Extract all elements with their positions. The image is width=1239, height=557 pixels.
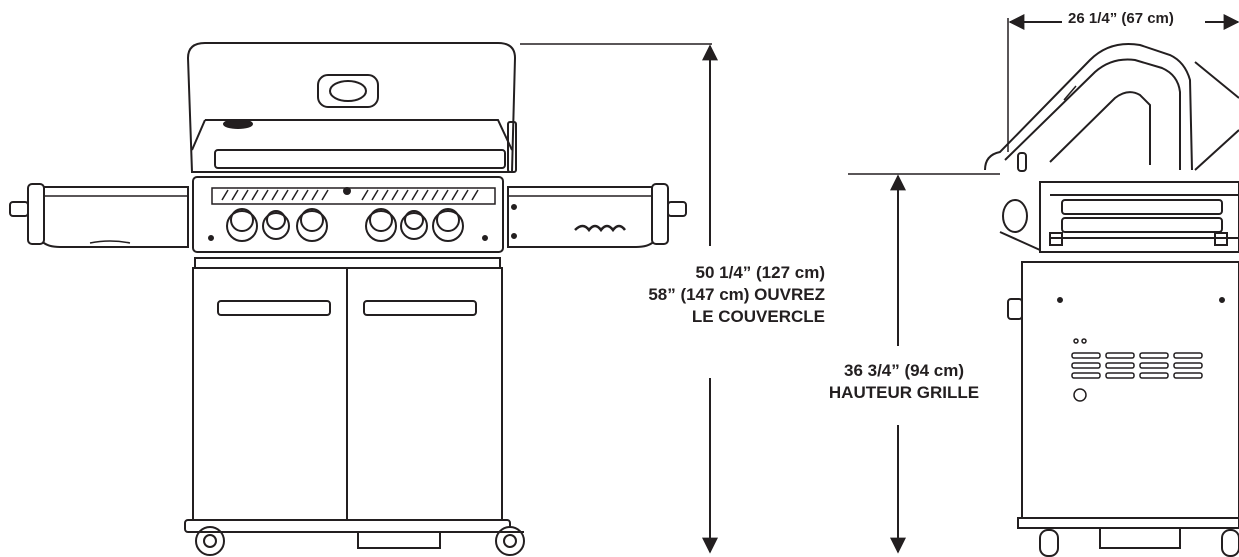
knob [296,208,328,242]
side-vents [1071,338,1203,402]
knob [432,208,464,242]
cart-body [184,257,511,549]
caster [195,526,225,556]
front-view-grill [9,42,687,556]
knob [999,182,1041,252]
brand-logo-icon [223,119,253,129]
overall-height-line1: 50 1/4” (127 cm) [695,263,825,282]
left-side-shelf [9,183,189,248]
caster [495,526,525,556]
lid [186,42,517,173]
control-panel [192,176,504,253]
knob [400,210,428,240]
dimension-lines [520,14,1239,554]
right-side-shelf [507,183,687,248]
depth-label: 26 1/4” (67 cm) [1068,8,1174,30]
side-view-grill [984,43,1239,557]
caster [1039,529,1239,557]
knob [226,208,258,242]
knob [365,208,397,242]
grill-height-line2: HAUTEUR GRILLE [828,383,980,402]
grill-height-line1: 36 3/4” (94 cm) [843,361,964,380]
overall-height-line3: LE COUVERCLE [691,307,825,326]
lid-handle [317,74,379,108]
open-lid [984,43,1193,171]
knob [262,210,290,240]
overall-height-line2: 58” (147 cm) OUVREZ [648,285,825,304]
depth-line1: 26 1/4” (67 cm) [1068,10,1174,27]
grill-height-label: 36 3/4” (94 cm) HAUTEUR GRILLE [812,360,996,404]
brand-script-icon [574,224,626,233]
door-handle [363,300,477,316]
door-handle [217,300,331,316]
overall-height-label: 50 1/4” (127 cm) 58” (147 cm) OUVREZ LE … [648,262,825,328]
